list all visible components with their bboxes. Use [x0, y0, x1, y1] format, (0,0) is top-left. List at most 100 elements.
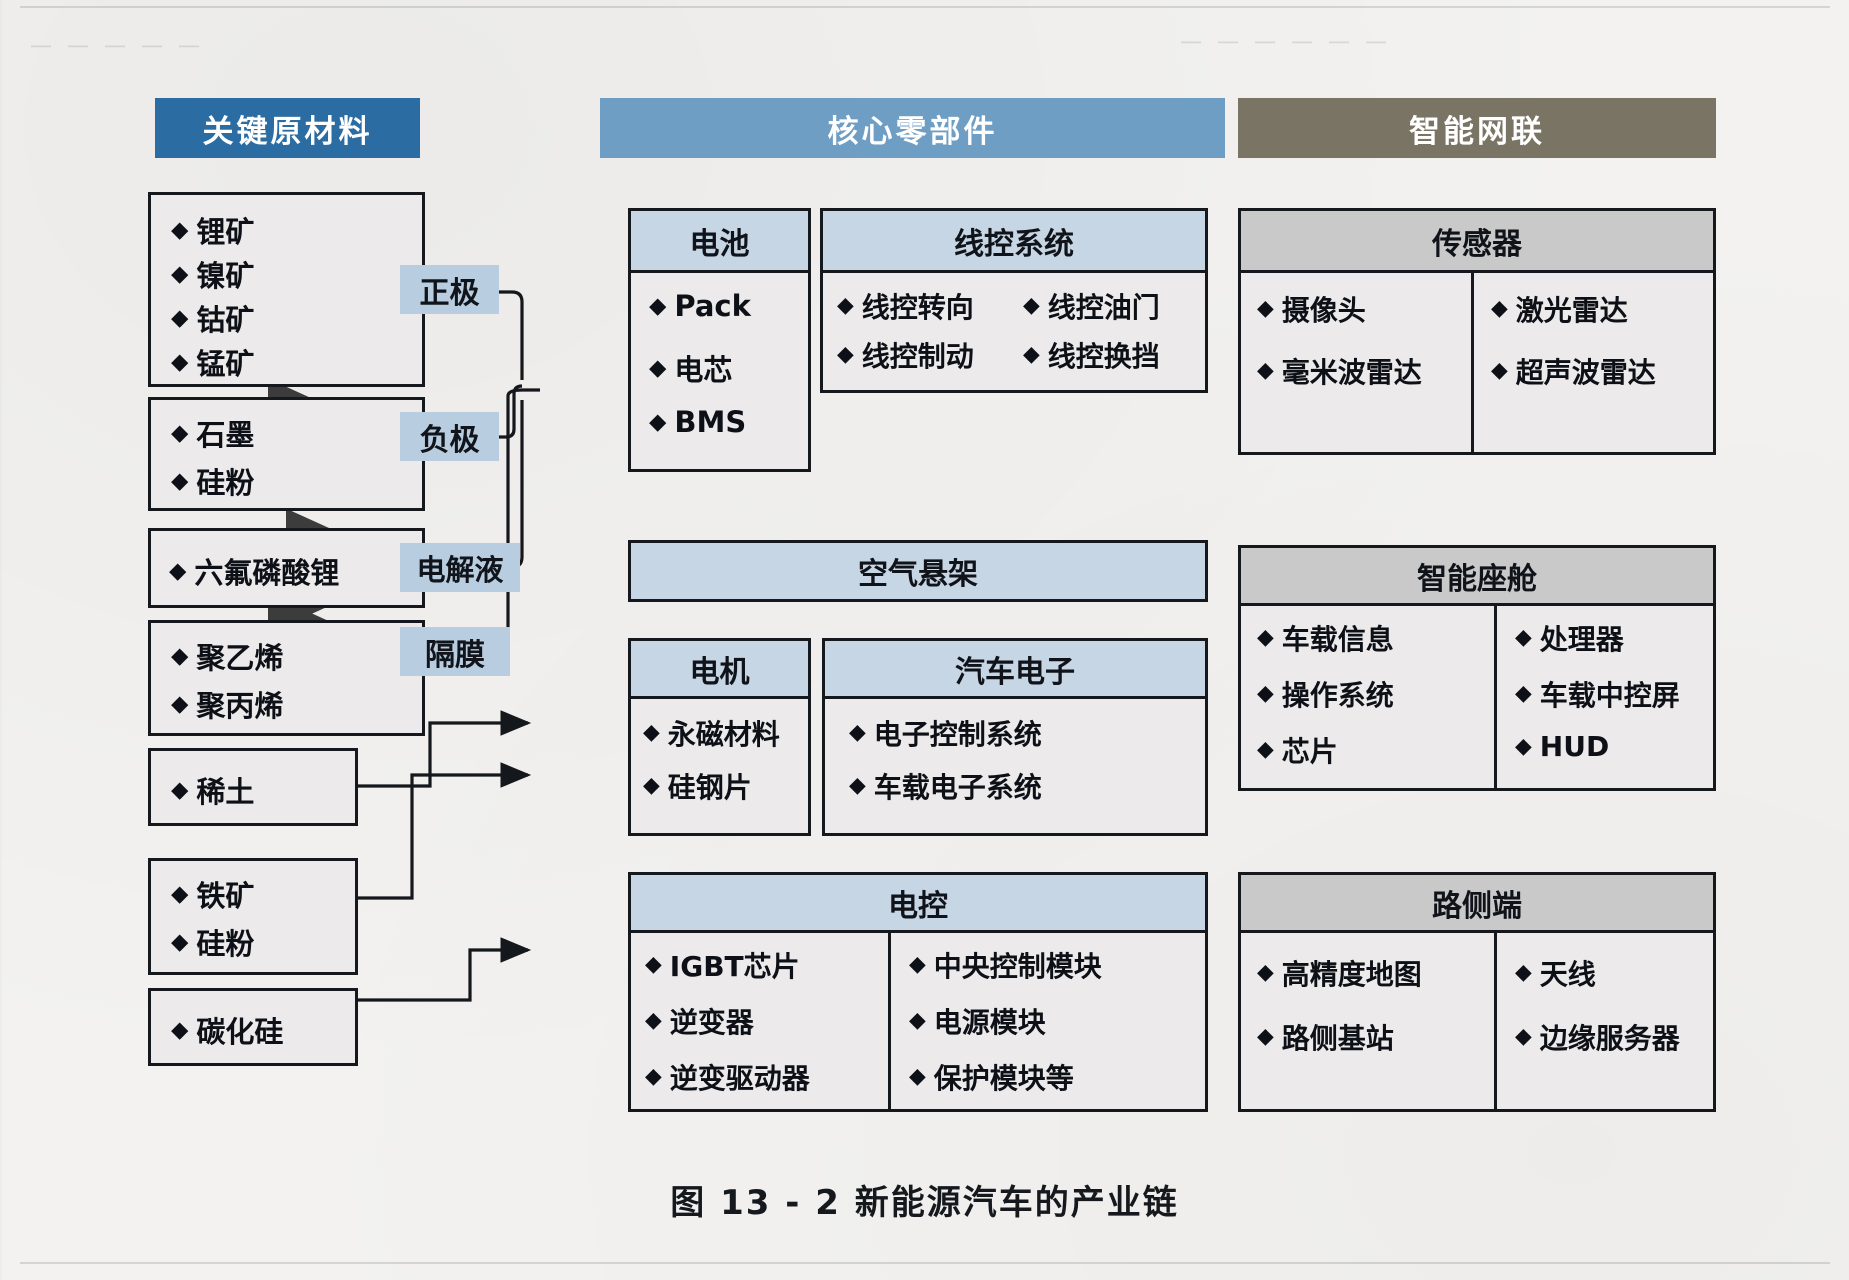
list-item: ◆ 电源模块	[909, 1001, 1046, 1041]
list-item: ◆ 线控转向	[837, 286, 974, 326]
list-item-label: 逆变驱动器	[669, 1062, 810, 1095]
diamond-bullet-icon: ◆	[649, 408, 667, 435]
panel-smart-cockpit: 智能座舱 ◆ 车载信息 ◆ 操作系统 ◆ 芯片 ◆ 处理器 ◆ 车载中控屏 ◆ …	[1238, 545, 1716, 791]
diamond-bullet-icon: ◆	[645, 952, 662, 978]
list-item-label: 电子控制系统	[873, 718, 1042, 751]
raw-group-rare-earth: ◆ 稀土	[148, 748, 358, 826]
raw-group-cathode: ◆ 锂矿 ◆ 镍矿 ◆ 钴矿 ◆ 锰矿	[148, 192, 425, 387]
list-item: ◆ 高精度地图	[1257, 953, 1422, 993]
list-item-label: 逆变器	[669, 1006, 754, 1039]
diamond-bullet-icon: ◆	[837, 342, 854, 368]
list-item-label: 天线	[1539, 958, 1596, 991]
list-item-label: 稀土	[196, 775, 255, 809]
list-item-label: 路侧基站	[1281, 1022, 1394, 1055]
diamond-bullet-icon: ◆	[171, 928, 189, 955]
list-item: ◆ 保护模块等	[909, 1057, 1074, 1097]
panel-smart-cockpit-title: 智能座舱	[1417, 561, 1537, 597]
list-item: ◆ 逆变驱动器	[645, 1057, 810, 1097]
list-item: ◆ 边缘服务器	[1515, 1017, 1680, 1057]
list-item-label: 芯片	[1281, 735, 1338, 768]
diamond-bullet-icon: ◆	[171, 690, 189, 717]
diamond-bullet-icon: ◆	[1491, 358, 1508, 384]
list-item: ◆ 路侧基站	[1257, 1017, 1394, 1057]
tag-separator: 隔膜	[400, 627, 510, 676]
list-item-label: 线控油门	[1047, 291, 1160, 324]
list-item: ◆ IGBT芯片	[645, 945, 800, 985]
list-item: ◆ 碳化硅	[171, 1009, 283, 1051]
diamond-bullet-icon: ◆	[1257, 737, 1274, 763]
list-item: ◆ 线控油门	[1023, 286, 1160, 326]
list-item: ◆ 处理器	[1515, 618, 1624, 658]
diamond-bullet-icon: ◆	[909, 952, 926, 978]
diamond-bullet-icon: ◆	[171, 304, 189, 331]
list-item-label: 永磁材料	[667, 718, 780, 751]
diamond-bullet-icon: ◆	[909, 1064, 926, 1090]
list-item-label: 硅粉	[196, 466, 255, 500]
tag-cathode-label: 正极	[419, 275, 480, 311]
list-item: ◆ 毫米波雷达	[1257, 351, 1422, 391]
diamond-bullet-icon: ◆	[645, 1008, 662, 1034]
panel-motor: 电机 ◆ 永磁材料 ◆ 硅钢片	[628, 638, 811, 836]
list-item: ◆ Pack	[649, 289, 751, 323]
diamond-bullet-icon: ◆	[909, 1008, 926, 1034]
list-item-label: 聚乙烯	[196, 641, 284, 675]
list-item-label: 电芯	[674, 353, 733, 387]
list-item: ◆ 锂矿	[171, 209, 254, 251]
list-item: ◆ 电芯	[649, 347, 732, 389]
panel-econtrol-divider	[888, 933, 891, 1112]
list-item-label: 车载电子系统	[873, 771, 1042, 804]
list-item-label: 边缘服务器	[1539, 1022, 1680, 1055]
list-item-label: 操作系统	[1281, 679, 1394, 712]
panel-air-suspension: 空气悬架	[628, 540, 1208, 602]
banner-raw-materials: 关键原材料	[155, 98, 420, 158]
panel-auto-electronics: 汽车电子 ◆ 电子控制系统 ◆ 车载电子系统	[822, 638, 1208, 836]
list-item: ◆ 永磁材料	[643, 713, 780, 753]
diamond-bullet-icon: ◆	[1515, 733, 1532, 759]
diamond-bullet-icon: ◆	[1023, 293, 1040, 319]
diamond-bullet-icon: ◆	[837, 293, 854, 319]
diamond-bullet-icon: ◆	[1515, 960, 1532, 986]
list-item-label: 锂矿	[196, 215, 255, 249]
diamond-bullet-icon: ◆	[1257, 960, 1274, 986]
diamond-bullet-icon: ◆	[171, 880, 189, 907]
list-item-label: 摄像头	[1281, 294, 1366, 327]
list-item-label: 铁矿	[196, 879, 255, 913]
diamond-bullet-icon: ◆	[1257, 358, 1274, 384]
diamond-bullet-icon: ◆	[171, 467, 189, 494]
list-item: ◆ 硅粉	[171, 921, 254, 963]
list-item-label: 激光雷达	[1515, 294, 1628, 327]
banner-raw-materials-label: 关键原材料	[202, 113, 373, 150]
list-item: ◆ 聚乙烯	[171, 635, 283, 677]
banner-smart-connect-label: 智能网联	[1409, 113, 1545, 150]
diamond-bullet-icon: ◆	[645, 1064, 662, 1090]
list-item: ◆ 激光雷达	[1491, 289, 1628, 329]
list-item-label: 处理器	[1539, 623, 1624, 656]
diamond-bullet-icon: ◆	[1257, 681, 1274, 707]
list-item-label: 锰矿	[196, 347, 255, 381]
panel-roadside-divider	[1494, 933, 1497, 1112]
tag-anode-label: 负极	[419, 422, 480, 458]
diamond-bullet-icon: ◆	[1257, 625, 1274, 651]
diamond-bullet-icon: ◆	[649, 354, 667, 381]
diamond-bullet-icon: ◆	[643, 773, 660, 799]
diamond-bullet-icon: ◆	[171, 260, 189, 287]
list-item-label: 车载信息	[1281, 623, 1394, 656]
diamond-bullet-icon: ◆	[1023, 342, 1040, 368]
tag-electrolyte: 电解液	[400, 543, 520, 592]
list-item-label: BMS	[674, 405, 747, 439]
panel-sensors-title: 传感器	[1432, 226, 1522, 262]
list-item: ◆ 聚丙烯	[171, 683, 283, 725]
banner-core-parts-label: 核心零部件	[827, 113, 998, 150]
list-item: ◆ BMS	[649, 405, 746, 439]
tag-electrolyte-label: 电解液	[416, 552, 504, 587]
panel-econtrol-title: 电控	[888, 888, 948, 924]
list-item-label: 钴矿	[196, 303, 255, 337]
diamond-bullet-icon: ◆	[169, 557, 187, 584]
list-item: ◆ 硅钢片	[643, 766, 752, 806]
list-item-label: 线控制动	[861, 340, 974, 373]
figure-caption-text: 图 13 - 2 新能源汽车的产业链	[670, 1183, 1179, 1223]
panel-motor-header: 电机	[631, 641, 808, 699]
list-item: ◆ 线控换挡	[1023, 335, 1160, 375]
list-item: ◆ 天线	[1515, 953, 1596, 993]
